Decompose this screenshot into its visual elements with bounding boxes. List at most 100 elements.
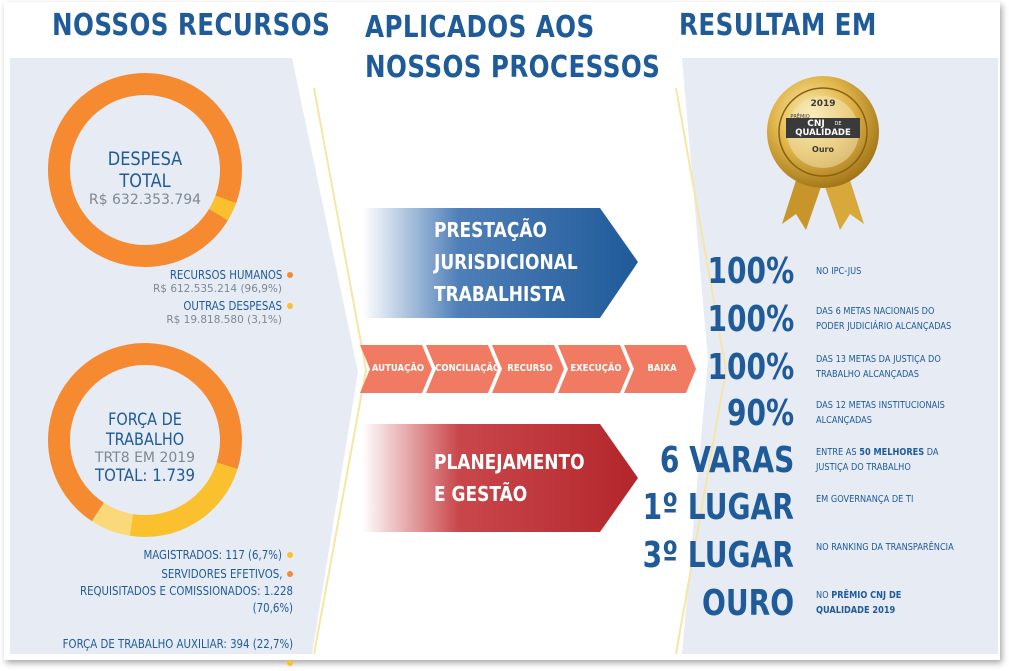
medal-line4: QUALIDADE xyxy=(795,128,851,138)
result-desc-post: DA JUSTIÇA DO TRABALHO xyxy=(816,447,939,473)
medal-year: 2019 xyxy=(810,99,835,109)
heading-processes-line2: NOSSOS PROCESSOS xyxy=(365,50,661,85)
legend-dot xyxy=(287,302,293,309)
heading-processes-line1: APLICADOS AOS xyxy=(365,10,595,45)
result-desc-bold: 50 MELHORES xyxy=(859,447,925,458)
result-desc: NO RANKING DA TRANSPARÊNCIA xyxy=(816,542,954,553)
heading-results: RESULTAM EM xyxy=(679,8,877,43)
result-item: 100% DAS 13 METAS DA JUSTIÇA DO TRABALHO … xyxy=(686,346,986,390)
medal-line3: DE xyxy=(834,121,841,127)
heading-processes: APLICADOS AOS NOSSOS PROCESSOS xyxy=(365,8,660,88)
medal-ribbon-right xyxy=(824,174,864,230)
arrow-prestacao xyxy=(362,208,638,318)
legend-name: RECURSOS HUMANOS xyxy=(169,268,282,282)
process-step-label: CONCILIAÇÃO xyxy=(435,363,501,374)
arrow-planejamento-line1: PLANEJAMENTO xyxy=(434,450,585,474)
legend-line: FORÇA DE TRABALHO AUXILIAR: 394 (22,7%) xyxy=(62,637,293,651)
process-step-chevron xyxy=(492,345,564,393)
forca-sub: TRT8 EM 2019 xyxy=(94,450,196,466)
legend-dot xyxy=(287,551,293,558)
result-item: OURO NO PRÊMIO CNJ DE QUALIDADE 2019 xyxy=(686,582,986,626)
result-value: 100% xyxy=(707,251,794,292)
legend-line: SERVIDORES EFETIVOS, xyxy=(160,567,282,581)
process-step-chevron xyxy=(624,345,696,393)
legend-dot xyxy=(287,271,293,278)
despesa-donut-chart xyxy=(48,73,242,267)
forca-legend-item: SERVIDORES EFETIVOS, REQUISITADOS E COMIS… xyxy=(20,564,293,634)
result-item: 90% DAS 12 METAS INSTITUCIONAIS ALCANÇADA… xyxy=(686,392,986,436)
donut-slice xyxy=(129,462,238,537)
legend-dot xyxy=(287,570,293,577)
arrow-planejamento-line2: E GESTÃO xyxy=(434,482,528,506)
result-value: 90% xyxy=(726,393,794,434)
result-value: 1º LUGAR xyxy=(642,487,794,528)
process-step-chevron xyxy=(426,345,498,393)
process-step-chevron xyxy=(360,345,432,393)
medal-icon: 2019 PRÊMIO CNJ DE QUALIDADE Ouro xyxy=(767,76,879,230)
result-item: 6 VARAS ENTRE AS 50 MELHORES DA JUSTIÇA D… xyxy=(660,439,986,483)
result-value: 100% xyxy=(707,299,794,340)
process-step-chevron xyxy=(558,345,630,393)
result-desc: ENTRE AS 50 MELHORES DA JUSTIÇA DO TRABA… xyxy=(816,445,955,475)
result-desc-pre: ENTRE AS xyxy=(816,447,860,458)
medal-line2: CNJ xyxy=(807,119,825,129)
left-separator xyxy=(313,87,368,655)
right-separator xyxy=(675,87,728,655)
result-item: 3º LUGAR NO RANKING DA TRANSPARÊNCIA xyxy=(643,534,986,578)
arrow-planejamento-text: PLANEJAMENTO E GESTÃO xyxy=(434,446,585,510)
result-desc: EM GOVERNANÇA DE TI xyxy=(816,494,914,505)
arrow-prestacao-text: PRESTAÇÃO JURISDICIONAL TRABALHISTA xyxy=(434,214,578,310)
result-value: 6 VARAS xyxy=(659,440,794,481)
legend-value: R$ 19.818.580 (3,1%) xyxy=(166,314,282,326)
result-desc: DAS 6 METAS NACIONAIS DO PODER JUDICIÁRI… xyxy=(816,306,952,332)
forca-donut-chart xyxy=(48,343,242,537)
process-step-label: BAIXA xyxy=(647,363,677,374)
donut-slice xyxy=(91,502,134,536)
result-item: 100% DAS 6 METAS NACIONAIS DO PODER JUDIC… xyxy=(686,298,986,342)
despesa-legend: RECURSOS HUMANOS R$ 612.535.214 (96,9%)O… xyxy=(100,264,293,326)
legend-value: R$ 612.535.214 (96,9%) xyxy=(153,283,282,295)
process-step-label: RECURSO xyxy=(507,363,553,374)
legend-name: OUTRAS DESPESAS xyxy=(183,299,282,313)
donut-slice xyxy=(48,343,242,522)
result-value: 100% xyxy=(707,347,794,388)
result-item: 1º LUGAR EM GOVERNANÇA DE TI xyxy=(643,486,986,530)
forca-legend-item: FORÇA DE TRABALHO AUXILIAR: 394 (22,7%) xyxy=(20,634,293,670)
medal-ribbon-left xyxy=(782,174,822,230)
arrow-planejamento xyxy=(362,424,638,532)
result-value: 3º LUGAR xyxy=(642,535,794,576)
result-desc-bold: PRÊMIO CNJ DE QUALIDADE 2019 xyxy=(816,590,902,616)
legend-line: MAGISTRADOS: 117 (6,7%) xyxy=(143,548,282,562)
arrow-prestacao-line2: JURISDICIONAL xyxy=(434,250,578,274)
despesa-title: DESPESA TOTAL xyxy=(107,148,183,192)
despesa-legend-item: RECURSOS HUMANOS R$ 612.535.214 (96,9%) xyxy=(100,264,293,295)
result-item: 100% NO IPC-JUS xyxy=(686,250,986,294)
process-step-label: EXECUÇÃO xyxy=(570,363,622,374)
legend-line: REQUISITADOS E COMISSIONADOS: 1.228 (70,… xyxy=(79,584,293,615)
medal-line1: PRÊMIO xyxy=(790,112,809,120)
right-panel xyxy=(682,58,998,654)
forca-title: FORÇA DE TRABALHO xyxy=(105,410,185,450)
heading-resources: NOSSOS RECURSOS xyxy=(52,8,331,43)
forca-total: TOTAL: 1.739 xyxy=(94,466,196,486)
arrow-prestacao-line3: TRABALHISTA xyxy=(434,282,566,306)
forca-legend-item: MAGISTRADOS: 117 (6,7%) xyxy=(20,545,293,564)
donut-slice xyxy=(208,195,237,221)
result-desc-pre: NO xyxy=(816,590,832,601)
forca-legend: MAGISTRADOS: 117 (6,7%) SERVIDORES EFETIV… xyxy=(20,545,293,670)
medal-tier: Ouro xyxy=(812,145,834,154)
result-desc: DAS 13 METAS DA JUSTIÇA DO TRABALHO ALCA… xyxy=(816,354,941,380)
result-desc: NO PRÊMIO CNJ DE QUALIDADE 2019 xyxy=(816,588,955,618)
result-desc: DAS 12 METAS INSTITUCIONAIS ALCANÇADAS xyxy=(816,400,945,426)
forca-label: FORÇA DE TRABALHO TRT8 EM 2019 TOTAL: 1.… xyxy=(65,410,225,486)
legend-dot xyxy=(287,659,293,666)
donut-slice xyxy=(48,73,242,267)
result-value: OURO xyxy=(701,583,794,624)
despesa-value: R$ 632.353.794 xyxy=(88,192,202,208)
result-desc: NO IPC-JUS xyxy=(816,266,862,277)
arrow-prestacao-line1: PRESTAÇÃO xyxy=(434,218,547,242)
despesa-legend-item: OUTRAS DESPESAS R$ 19.818.580 (3,1%) xyxy=(100,295,293,326)
despesa-label: DESPESA TOTAL R$ 632.353.794 xyxy=(70,148,220,208)
